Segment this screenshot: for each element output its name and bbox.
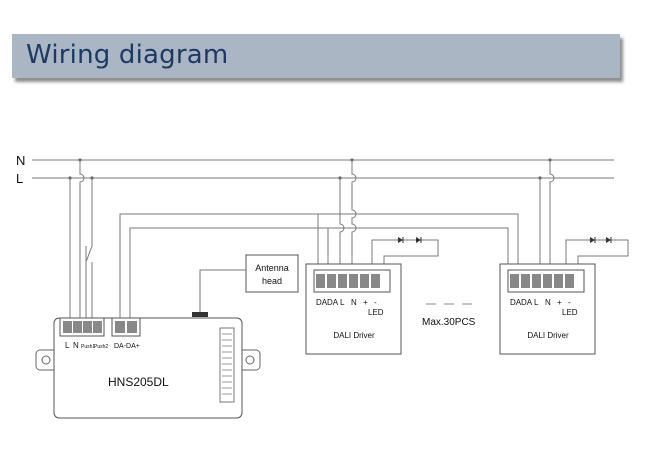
dali-driver-1: DA DA L N + - LED DALI Driver bbox=[305, 263, 402, 355]
svg-text:head: head bbox=[262, 276, 282, 286]
svg-text:DA: DA bbox=[316, 298, 328, 307]
svg-text:Antenna: Antenna bbox=[255, 263, 289, 273]
dali-driver-2: DA DA L N + - LED DALI Driver bbox=[499, 263, 596, 355]
svg-text:L: L bbox=[340, 298, 345, 307]
controller-feed-wires bbox=[68, 158, 94, 318]
max-note: Max.30PCS bbox=[422, 317, 476, 328]
title-banner: Wiring diagram bbox=[12, 34, 620, 78]
driver1-led-label: LED bbox=[368, 308, 384, 317]
svg-text:DA: DA bbox=[510, 298, 522, 307]
dali-bus-wires bbox=[119, 213, 519, 318]
svg-text:N: N bbox=[545, 298, 551, 307]
driver1-feed-wires bbox=[338, 158, 439, 270]
led-symbols-1 bbox=[398, 237, 422, 243]
terminal-dali: DA-DA+ bbox=[114, 343, 140, 350]
svg-text:DA: DA bbox=[327, 298, 339, 307]
terminal-push2: Push2 bbox=[94, 344, 108, 350]
driver2-led-label: LED bbox=[562, 308, 578, 317]
live-label: L bbox=[16, 171, 23, 186]
controller-model: HNS205DL bbox=[108, 375, 169, 389]
terminal-push1: Push1 bbox=[81, 344, 95, 350]
antenna-head: Antenna head bbox=[192, 254, 299, 317]
svg-text:DA: DA bbox=[521, 298, 533, 307]
svg-text:+: + bbox=[363, 298, 368, 307]
terminal-n: N bbox=[73, 341, 79, 350]
led-symbols-2 bbox=[590, 237, 612, 243]
svg-text:-: - bbox=[374, 298, 377, 307]
page-title: Wiring diagram bbox=[26, 40, 229, 70]
controller-hns205dl: L N Push1 Push2 DA-DA+ HNS205DL bbox=[35, 317, 261, 419]
driver1-name: DALI Driver bbox=[333, 331, 375, 340]
svg-text:+: + bbox=[557, 298, 562, 307]
svg-text:L: L bbox=[534, 298, 539, 307]
driver2-feed-wires bbox=[538, 158, 629, 270]
svg-text:N: N bbox=[351, 298, 357, 307]
driver2-name: DALI Driver bbox=[527, 331, 569, 340]
svg-text:-: - bbox=[568, 298, 571, 307]
terminal-l: L bbox=[65, 341, 70, 350]
neutral-label: N bbox=[16, 153, 25, 168]
